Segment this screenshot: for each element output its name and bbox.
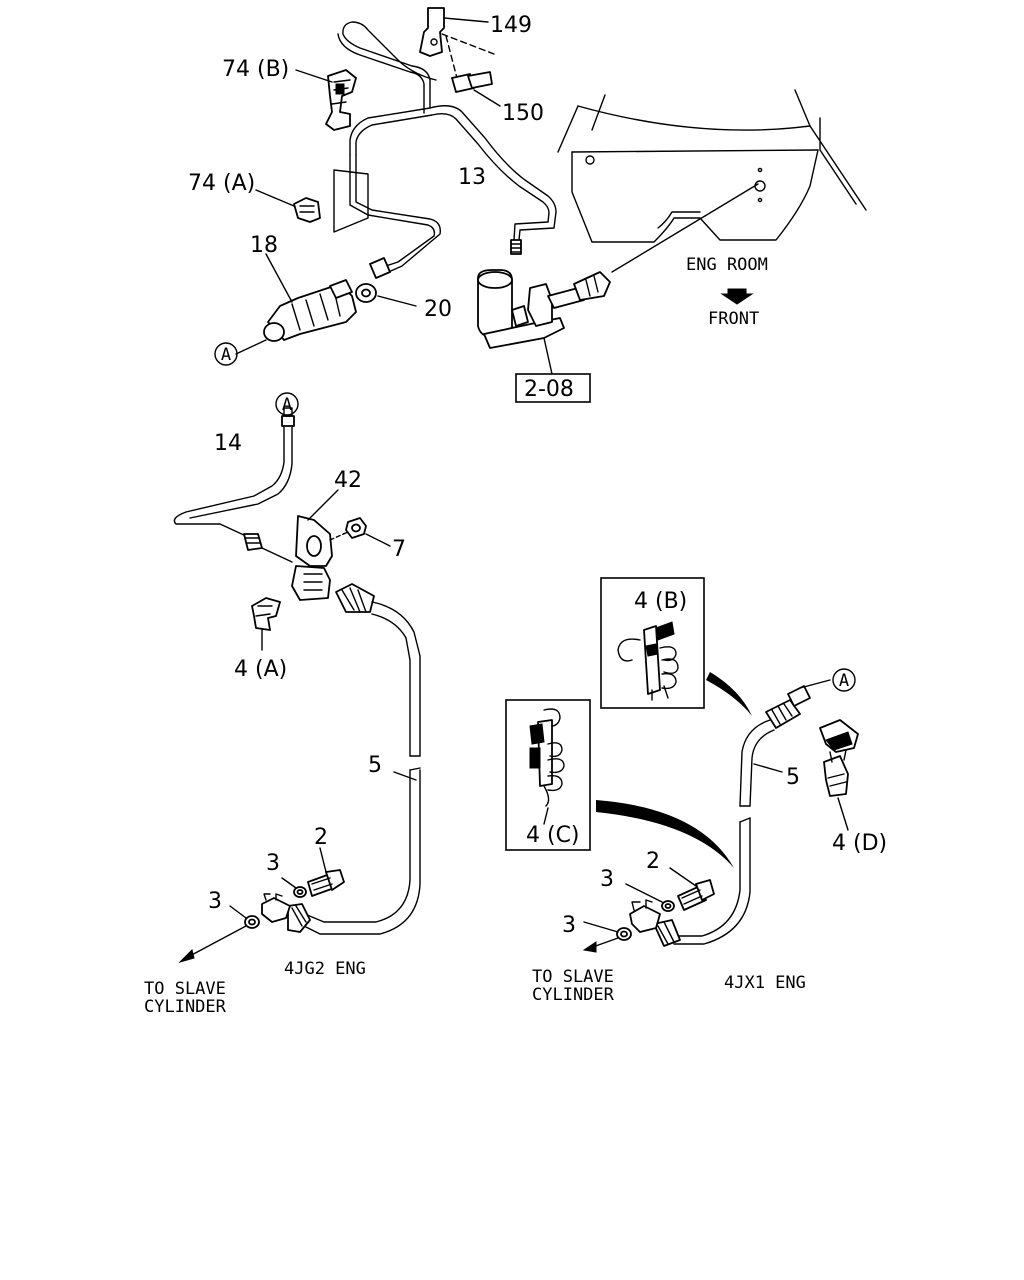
left-assembly-4jg2 xyxy=(173,407,421,964)
right-assembly-4jx1 xyxy=(505,577,859,953)
label-3-right-lower: 3 xyxy=(562,913,576,938)
caption-engine-left: 4JG2 ENG xyxy=(284,959,366,979)
upper-assembly xyxy=(235,7,867,403)
label-7: 7 xyxy=(392,537,406,562)
washer-3-right-upper xyxy=(625,883,675,912)
ref-mark-a-upper-text: A xyxy=(221,345,231,365)
part-labels: 149 74 (B) 150 13 74 (A) 18 20 2-08 14 4… xyxy=(188,13,887,938)
label-3-left-lower: 3 xyxy=(208,889,222,914)
bracket-149 xyxy=(419,7,445,57)
label-2-right: 2 xyxy=(646,849,660,874)
nut-7 xyxy=(345,517,391,547)
pipe-13 xyxy=(349,105,557,241)
clip-74a xyxy=(255,169,369,233)
eye-joint-left xyxy=(261,893,291,923)
clip-74b xyxy=(295,69,357,131)
caption-eng-room: ENG ROOM xyxy=(686,255,768,275)
label-150: 150 xyxy=(502,101,544,126)
swoosh-arrow-4b xyxy=(706,672,752,716)
label-4d: 4 (D) xyxy=(832,831,887,856)
caption-to-slave-right-1: TO SLAVE xyxy=(532,967,614,987)
clip-4a xyxy=(251,597,281,651)
eye-joint-right xyxy=(629,899,661,933)
master-cylinder-2-08 xyxy=(477,183,759,403)
label-2-08: 2-08 xyxy=(524,377,574,402)
ref-box-2-08 xyxy=(515,373,591,403)
clutch-master-cylinder-18 xyxy=(235,253,391,355)
hose-5-left xyxy=(287,583,421,935)
label-14: 14 xyxy=(214,431,242,456)
pipe-13-lower xyxy=(349,154,441,275)
swoosh-arrow-4c xyxy=(596,800,734,868)
label-74b: 74 (B) xyxy=(222,57,289,82)
bolt-150 xyxy=(451,71,501,107)
caption-to-slave-left-1: TO SLAVE xyxy=(144,979,226,999)
ref-mark-a-upper: A xyxy=(214,342,238,366)
label-5-right: 5 xyxy=(786,765,800,790)
pipe-13-end-nut xyxy=(510,239,522,255)
label-149: 149 xyxy=(490,13,532,38)
washer-3-right-lower xyxy=(583,921,632,941)
bracket-42 xyxy=(291,489,349,601)
label-5-left: 5 xyxy=(368,753,382,778)
label-20: 20 xyxy=(424,297,452,322)
caption-to-slave-left-2: CYLINDER xyxy=(144,997,227,1017)
washer-20 xyxy=(355,283,417,307)
union-bolt-right xyxy=(669,867,715,911)
front-arrow xyxy=(720,288,754,305)
label-18: 18 xyxy=(250,233,278,258)
label-4c: 4 (C) xyxy=(526,823,580,848)
label-74a: 74 (A) xyxy=(188,171,255,196)
caption-engine-right: 4JX1 ENG xyxy=(724,973,806,993)
caption-front: FRONT xyxy=(708,309,759,329)
pipe-14 xyxy=(173,425,293,537)
ref-mark-a-right: A xyxy=(832,668,856,692)
washer-3-left-lower xyxy=(229,905,260,929)
slave-arrow-right xyxy=(582,941,597,953)
clip-4d xyxy=(819,719,859,831)
label-3-right-upper: 3 xyxy=(600,867,614,892)
clip-4b xyxy=(617,621,679,701)
ref-mark-a-pipe14: A xyxy=(275,392,299,416)
ref-mark-a-pipe14-text: A xyxy=(282,395,292,415)
slave-arrow-left xyxy=(178,949,195,964)
engine-room-firewall xyxy=(557,89,867,243)
pipe-13-loop xyxy=(337,21,437,114)
ref-mark-a-right-text: A xyxy=(839,671,849,691)
union-bolt-left xyxy=(307,847,345,897)
label-4b: 4 (B) xyxy=(634,589,687,614)
washer-3-left-upper xyxy=(281,877,307,898)
captions: ENG ROOM FRONT TO SLAVE CYLINDER 4JG2 EN… xyxy=(144,255,806,1017)
label-42: 42 xyxy=(334,468,362,493)
label-2-left: 2 xyxy=(314,825,328,850)
label-13: 13 xyxy=(458,165,486,190)
label-4a: 4 (A) xyxy=(234,657,287,682)
caption-to-slave-right-2: CYLINDER xyxy=(532,985,615,1005)
label-3-left-upper: 3 xyxy=(266,851,280,876)
hose-5-right xyxy=(653,679,831,947)
clip-4c xyxy=(529,708,565,825)
